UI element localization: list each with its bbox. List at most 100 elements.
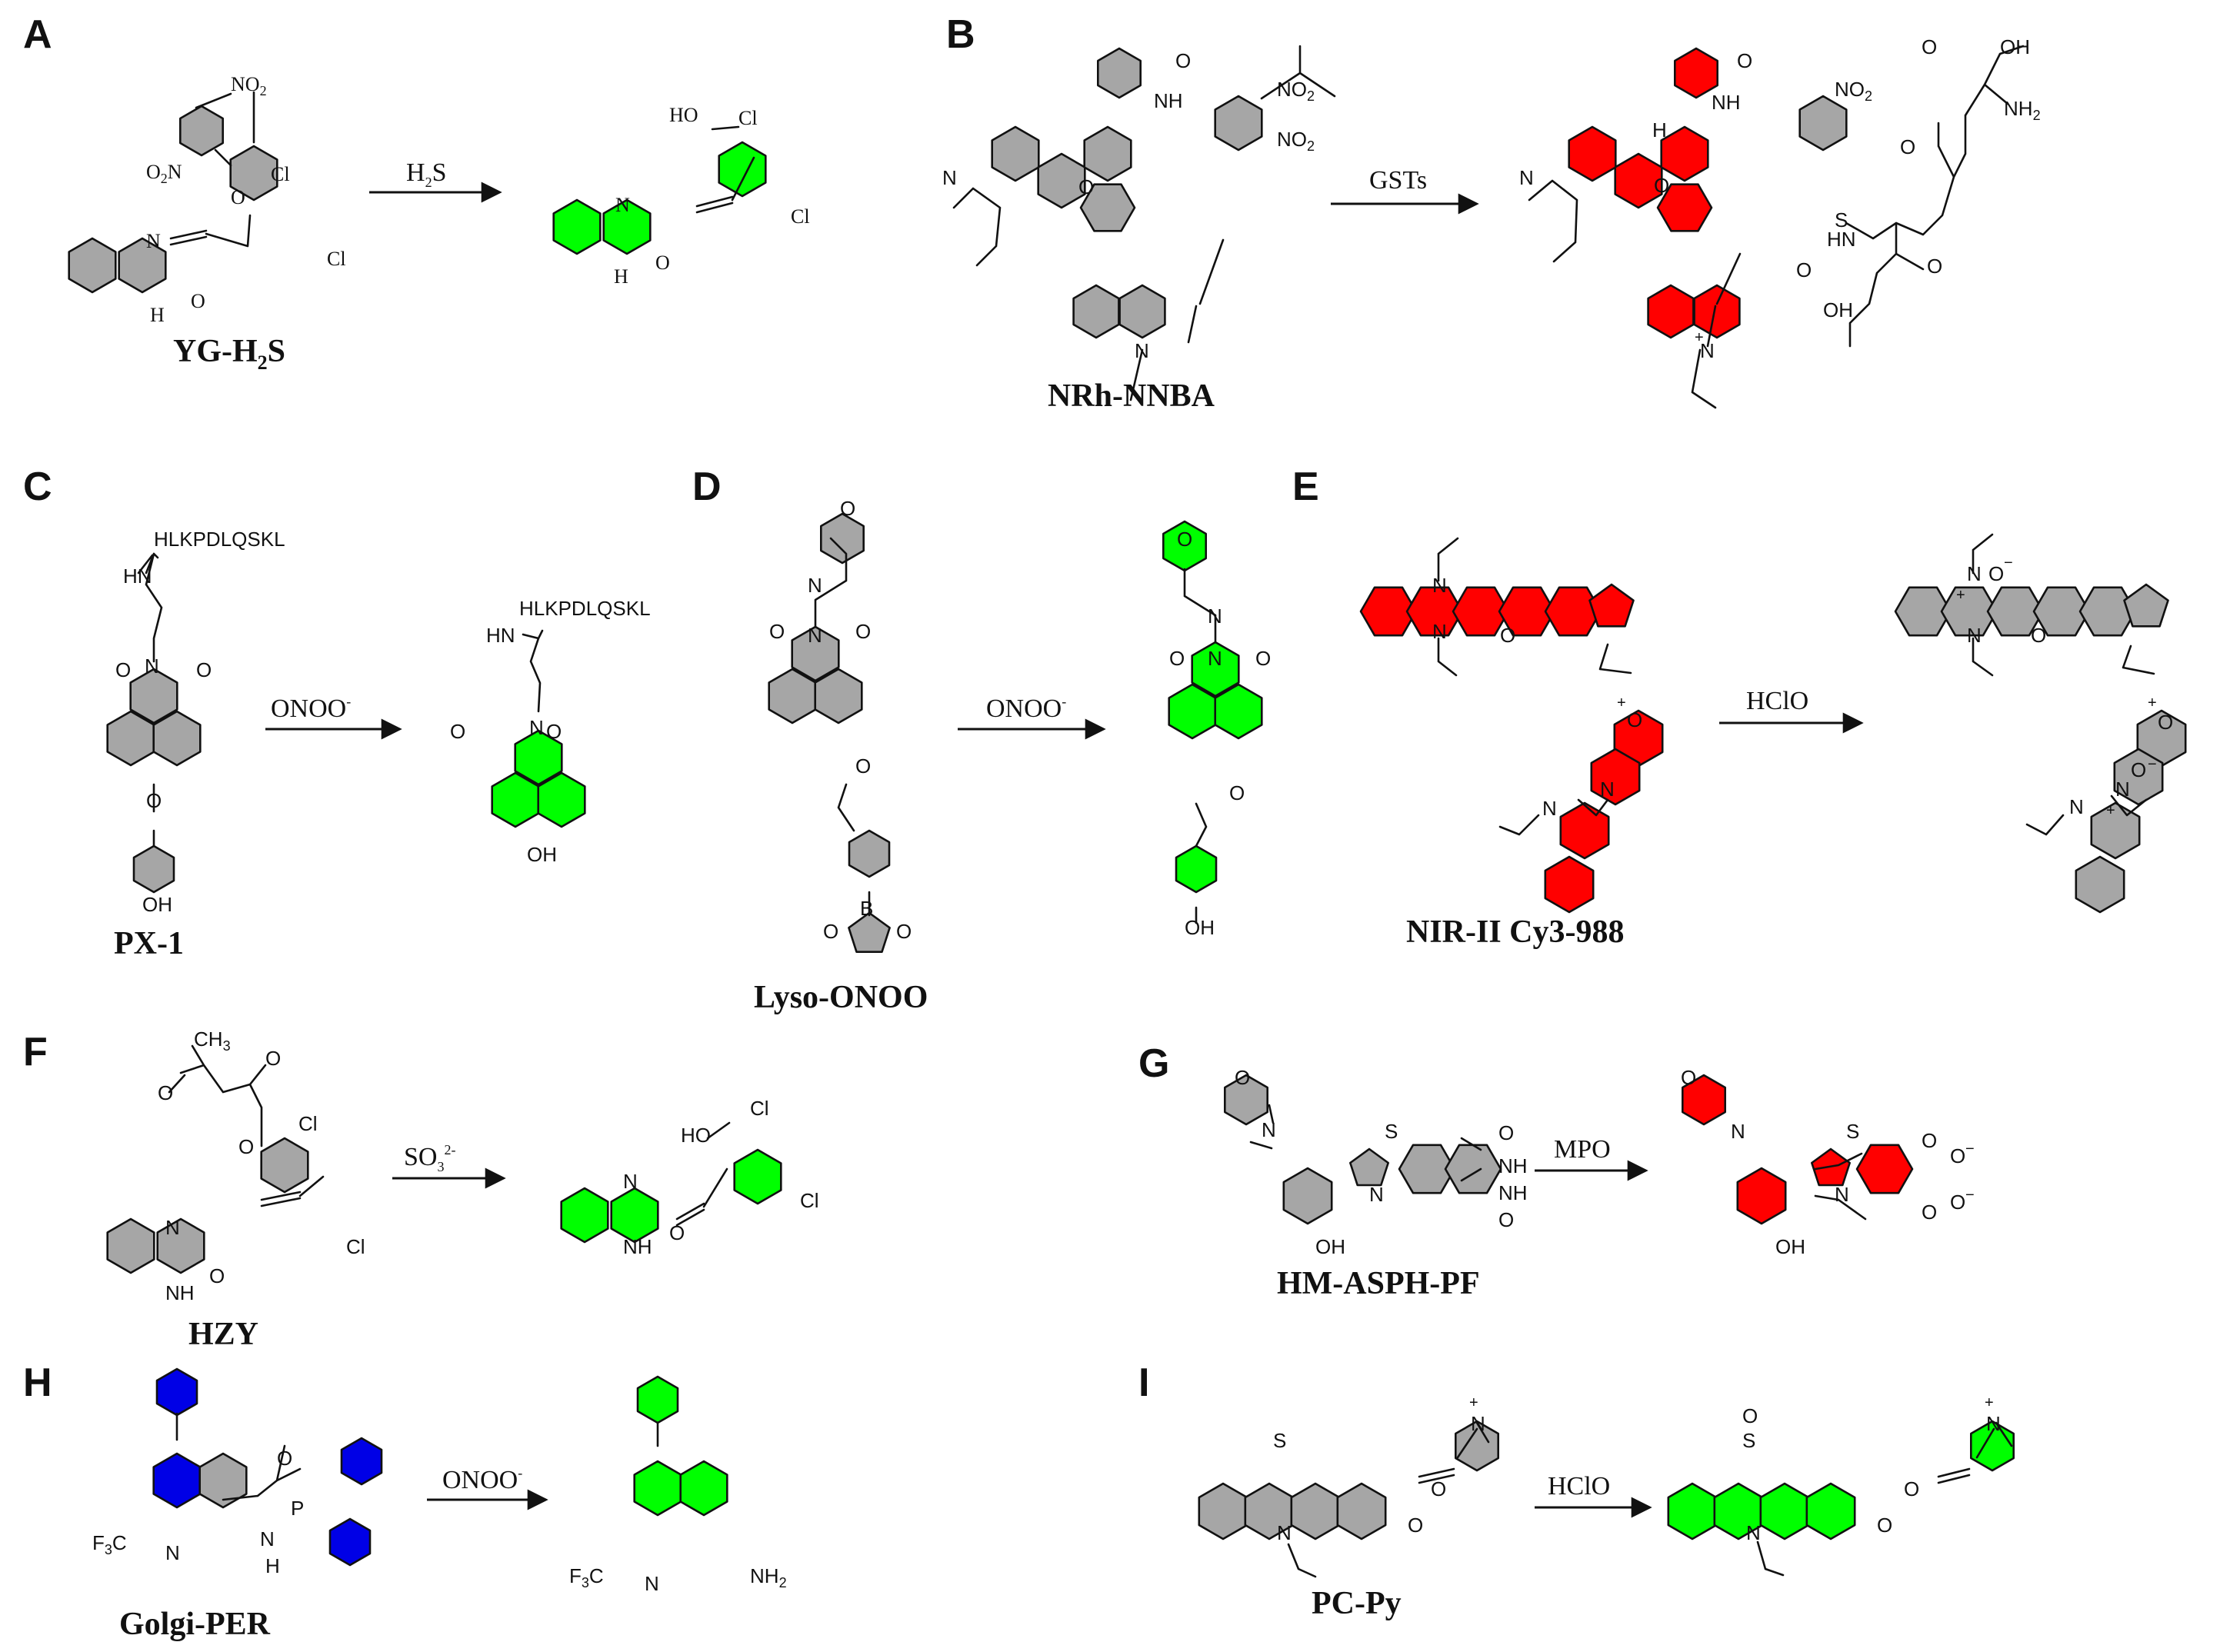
ring-gray-9 [991,125,1040,182]
svg-text:NH: NH [1154,89,1183,112]
panel-label-h: H [23,1361,52,1405]
atom-labels: NO2 O2N O Cl Cl N H O HO Cl Cl N H O N O… [92,35,2173,1595]
ring-red-48 [1590,748,1641,806]
ring-red-50 [1544,855,1595,914]
svg-text:O: O [1927,255,1942,278]
svg-text:N: N [1542,797,1557,820]
ring-gray-30 [820,512,865,565]
ring-green-92 [1805,1482,1856,1540]
svg-text:O: O [196,658,212,681]
panel-label-i: I [1138,1361,1149,1405]
svg-text:O: O [1904,1477,1919,1500]
svg-text:N: N [808,574,822,597]
svg-text:N: N [942,166,957,189]
svg-text:−: − [1965,1187,1975,1204]
ring-green-82 [633,1460,682,1517]
svg-text:N: N [1967,562,1982,585]
svg-text:O: O [209,1264,225,1287]
svg-text:O: O [1737,49,1752,72]
ring-green-81 [636,1375,679,1424]
svg-text:S: S [1742,1429,1755,1452]
svg-text:NO2: NO2 [1277,78,1315,104]
svg-text:OH: OH [142,893,172,916]
svg-text:N: N [1986,1412,2001,1435]
ring-red-45 [1544,586,1602,637]
svg-text:N: N [2069,795,2084,818]
ring-gray-54 [2032,586,2091,637]
ring-gray-11 [1083,125,1132,182]
svg-text:NH: NH [165,1281,195,1304]
svg-text:N: N [2115,778,2130,801]
svg-text:OH: OH [1185,916,1215,939]
svg-text:O: O [1408,1514,1423,1537]
ring-green-37 [1191,641,1240,698]
ring-gray-0 [179,105,225,157]
structure-bonds [137,45,2155,1578]
ring-gray-52 [1940,586,1998,637]
ring-red-19 [1660,125,1709,182]
svg-text:O: O [191,290,205,312]
ring-green-4 [718,141,767,198]
ring-red-17 [1568,125,1617,182]
svg-text:Cl: Cl [750,1097,769,1120]
svg-text:NH: NH [1498,1154,1528,1177]
svg-text:OH: OH [1775,1235,1805,1258]
reagent-a: H2S [406,158,446,190]
ring-red-44 [1498,586,1556,637]
svg-text:O: O [1950,1191,1965,1214]
svg-text:N: N [1835,1183,1849,1206]
ring-gray-34 [848,829,891,878]
ring-gray-58 [2113,748,2164,806]
svg-text:H: H [150,304,165,326]
panel-label-a: A [23,12,52,57]
svg-text:H: H [1652,118,1667,142]
svg-text:+: + [2148,694,2157,711]
svg-text:O: O [823,920,838,943]
svg-text:N: N [615,194,630,216]
ring-blue-79 [340,1437,383,1486]
ring-gray-51 [1894,586,1952,637]
svg-text:N: N [645,1572,659,1595]
svg-text:NH2: NH2 [2004,97,2041,123]
svg-text:O: O [265,1047,281,1070]
svg-text:N: N [1208,605,1222,628]
svg-text:−: − [1965,1141,1975,1157]
ring-red-72 [1682,1074,1726,1126]
caption-i: PC-Py [1312,1586,1402,1621]
svg-text:O: O [769,620,785,643]
svg-text:O: O [2131,758,2146,781]
svg-text:N: N [146,230,161,252]
ring-red-15 [1674,47,1718,99]
panel-label-g: G [1138,1041,1169,1086]
ring-green-29 [537,771,586,828]
svg-text:B: B [860,897,873,920]
caption-h: Golgi-PER [119,1607,271,1642]
ring-gray-2 [68,237,117,294]
svg-text:N: N [1731,1120,1745,1143]
svg-text:O: O [1500,624,1515,647]
svg-text:+: + [1617,694,1626,711]
svg-text:O: O [1255,647,1271,670]
svg-text:O: O [1175,49,1191,72]
svg-text:HLKPDLQSKL: HLKPDLQSKL [154,528,285,551]
svg-text:+: + [2106,802,2115,819]
caption-c: PX-1 [114,926,184,961]
ring-gray-68 [1282,1167,1333,1225]
svg-text:NO2: NO2 [1835,78,1872,104]
ring-green-65 [560,1187,609,1244]
ring-gray-71 [1444,1144,1502,1194]
ring-green-91 [1759,1482,1810,1540]
svg-text:+: + [1469,1394,1478,1411]
svg-text:NH2: NH2 [750,1564,787,1590]
ring-gray-55 [2078,586,2137,637]
svg-text:O: O [450,720,465,743]
svg-text:Cl: Cl [298,1112,318,1135]
reagent-g: MPO [1554,1135,1611,1164]
ring-gray-8 [1214,95,1263,152]
svg-text:N: N [1432,620,1447,643]
svg-text:N: N [145,654,159,678]
ring-green-39 [1214,683,1263,740]
svg-text:N: N [808,624,822,647]
ring-gray-67 [1224,1074,1268,1126]
ring-green-5 [552,198,602,255]
